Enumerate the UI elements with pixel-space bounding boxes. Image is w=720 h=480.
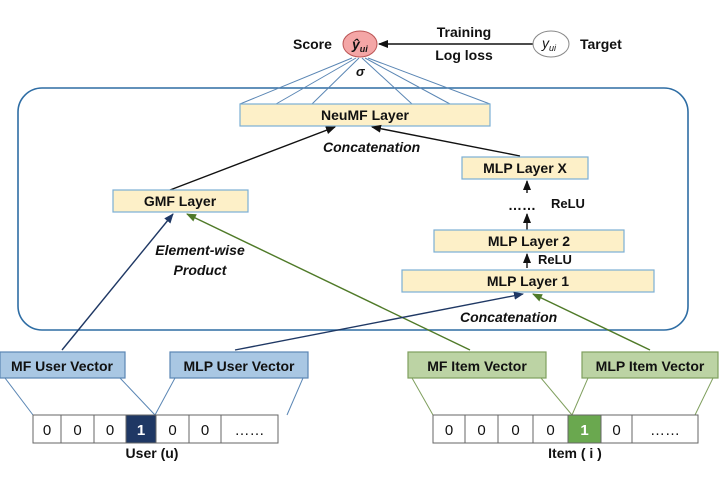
concatenation-top-label: Concatenation <box>323 139 420 155</box>
mf-user-to-gmf-arrow <box>61 213 174 351</box>
item-cell-box <box>631 414 699 444</box>
item-cell-box <box>567 414 602 444</box>
mf-item-vector-box <box>407 351 547 379</box>
mf-item-vector-label: MF Item Vector <box>427 358 527 374</box>
target-symbol: yui <box>541 35 557 53</box>
item-cell-value: 1 <box>580 422 588 439</box>
item-cell-value: 0 <box>511 422 519 439</box>
user-cell-value: 0 <box>106 422 114 439</box>
user-cell-box <box>188 414 222 444</box>
user-cell-value: 0 <box>168 422 176 439</box>
user-cell-value: 0 <box>43 422 51 439</box>
mf-item-to-gmf-arrow <box>186 213 471 351</box>
mlp-layer-2-box <box>433 229 625 253</box>
item-cell-value: …… <box>650 422 680 439</box>
neumf-layer-label: NeuMF Layer <box>321 107 409 123</box>
user-input-onehot: 0 0 0 1 0 0 …… <box>32 414 279 444</box>
item-cell-value: 0 <box>546 422 554 439</box>
training-label: Training <box>437 24 491 40</box>
log-loss-label: Log loss <box>435 47 493 63</box>
mlp-user-vector-box <box>169 351 309 379</box>
score-label: Score <box>293 36 332 52</box>
element-wise-label: Element-wise <box>155 242 245 258</box>
item-cell-box <box>600 414 633 444</box>
gmf-layer-label: GMF Layer <box>144 193 217 209</box>
model-frame <box>17 87 689 331</box>
concatenation-bottom-label: Concatenation <box>460 309 557 325</box>
prediction-symbol: ŷui <box>351 36 368 54</box>
mlp-layer-x-box <box>461 156 589 180</box>
gmf-layer-box <box>112 189 249 213</box>
user-cell-box <box>93 414 127 444</box>
mlp-layer-1-label: MLP Layer 1 <box>487 273 569 289</box>
mlp-layer-1-box <box>401 269 655 293</box>
user-cell-value: …… <box>235 422 265 439</box>
user-fan-lines <box>4 377 304 416</box>
neumf-layer-box <box>239 103 491 127</box>
ellipsis-dots: …… <box>508 197 536 213</box>
neumf-fan-lines <box>239 57 491 105</box>
sigma-label: σ <box>356 64 366 79</box>
mf-user-vector-box <box>0 351 126 379</box>
item-input-label: Item ( i ) <box>548 445 602 461</box>
gmf-to-neumf-arrow <box>169 126 336 191</box>
user-cell-value: 0 <box>201 422 209 439</box>
user-cell-value: 1 <box>137 422 145 439</box>
target-node <box>532 30 570 58</box>
mlp-layer-2-label: MLP Layer 2 <box>488 233 570 249</box>
mlp-item-vector-label: MLP Item Vector <box>596 358 705 374</box>
item-cell-value: 0 <box>477 422 485 439</box>
relu-top-label: ReLU <box>551 196 585 211</box>
prediction-node <box>342 30 378 58</box>
product-label: Product <box>174 262 228 278</box>
user-input-label: User (u) <box>126 445 179 461</box>
mf-user-vector-label: MF User Vector <box>11 358 113 374</box>
target-label: Target <box>580 36 622 52</box>
item-cell-value: 0 <box>445 422 453 439</box>
mlp-item-to-mlp1-arrow <box>532 293 651 351</box>
item-cell-value: 0 <box>612 422 620 439</box>
user-cell-box <box>60 414 95 444</box>
mlpx-to-neumf-arrow <box>371 124 521 157</box>
user-cell-box <box>220 414 279 444</box>
item-input-onehot: 0 0 0 0 1 0 …… <box>432 414 699 444</box>
item-fan-lines <box>411 377 714 416</box>
mlp-item-vector-box <box>581 351 719 379</box>
user-cell-value: 0 <box>73 422 81 439</box>
mlp-user-to-mlp1-arrow <box>234 291 524 351</box>
relu-bottom-label: ReLU <box>538 252 572 267</box>
user-cell-box <box>32 414 62 444</box>
mlp-layer-x-label: MLP Layer X <box>483 160 567 176</box>
mlp-user-vector-label: MLP User Vector <box>183 358 295 374</box>
